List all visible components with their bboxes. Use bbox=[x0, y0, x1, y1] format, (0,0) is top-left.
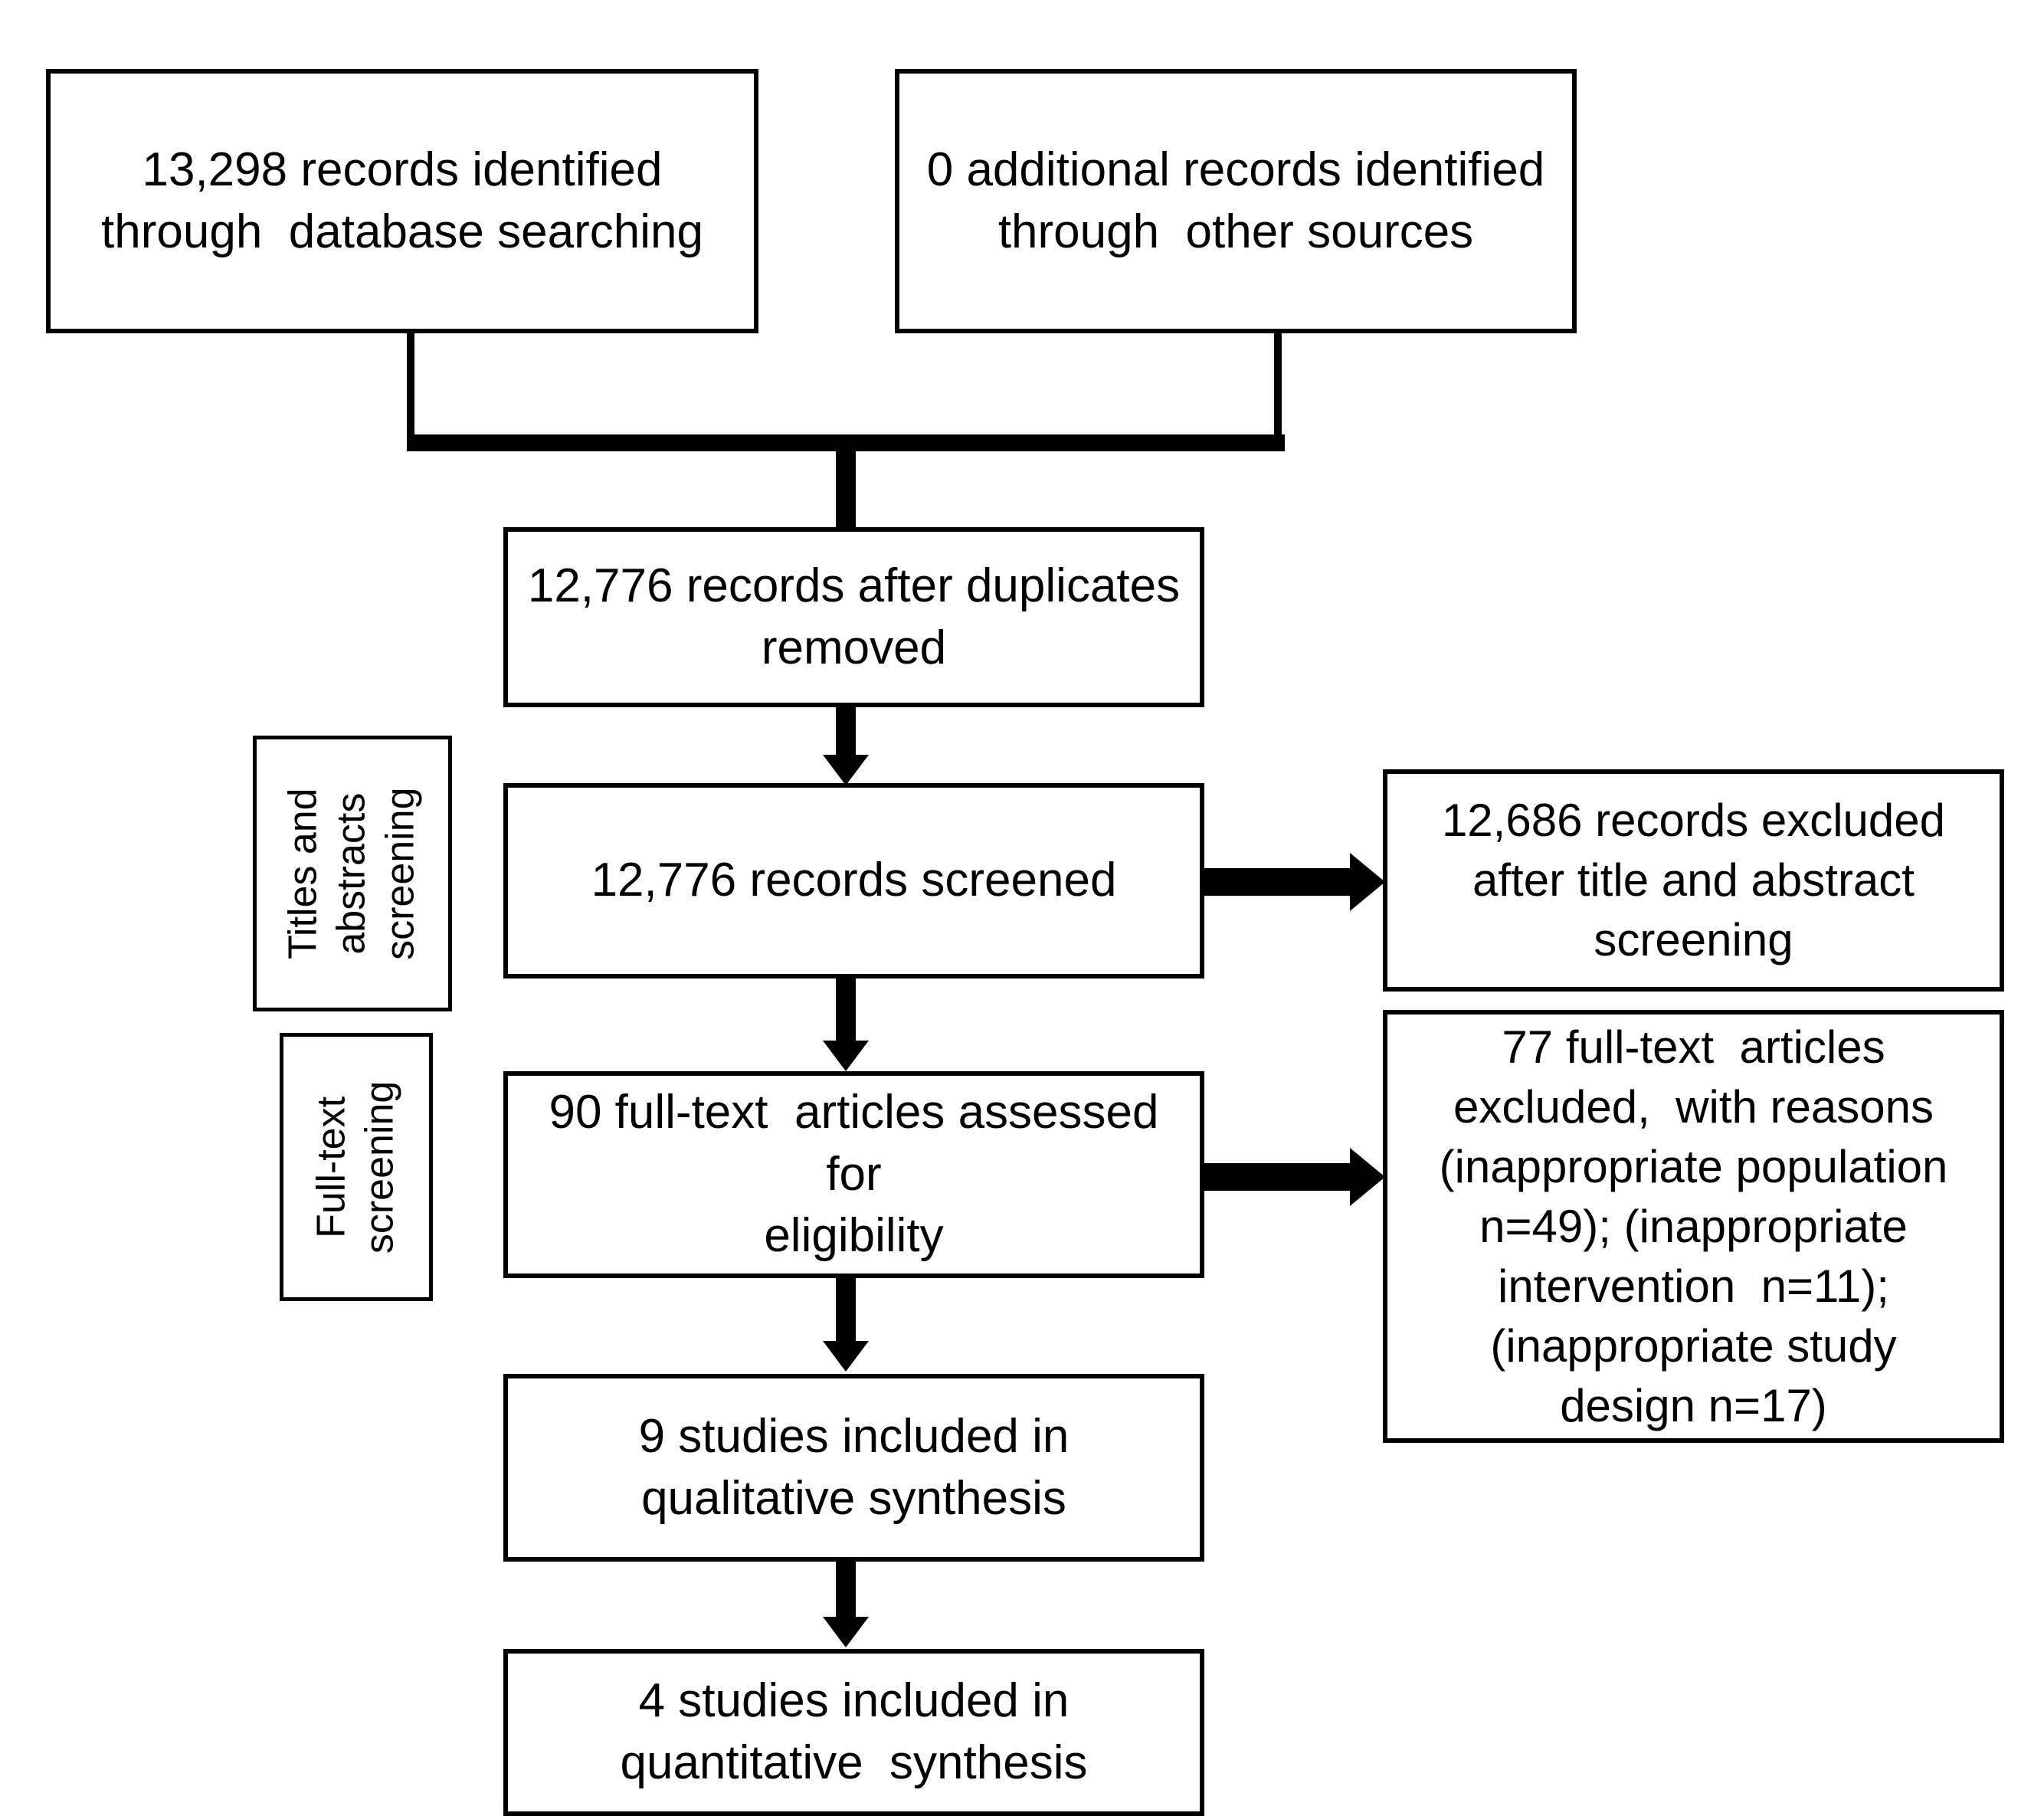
box-records-identified-database: 13,298 records identified through databa… bbox=[46, 69, 758, 333]
side-label-full-text: Full-text screening bbox=[280, 1033, 433, 1301]
connector-fulltext-to-qualitative bbox=[836, 1278, 856, 1347]
box-duplicates-removed: 12,776 records after duplicates removed bbox=[503, 527, 1204, 707]
connector-screened-to-fulltext bbox=[836, 978, 856, 1047]
box-quantitative-synthesis: 4 studies included in quantitative synth… bbox=[503, 1649, 1204, 1816]
box-records-excluded: 12,686 records excluded after title and … bbox=[1383, 769, 2004, 992]
box-qualitative-synthesis-text: 9 studies included in qualitative synthe… bbox=[638, 1409, 1069, 1525]
box-fulltext-excluded-reasons-text: 77 full-text articles excluded, with rea… bbox=[1439, 1021, 1948, 1431]
box-records-screened-text: 12,776 records screened bbox=[591, 854, 1117, 907]
arrow-fulltext-to-qualitative bbox=[823, 1341, 869, 1372]
box-records-identified-other-text: 0 additional records identified through … bbox=[926, 143, 1545, 258]
box-fulltext-assessed: 90 full-text articles assessed for eligi… bbox=[503, 1071, 1204, 1278]
connector-duplicates-to-screened bbox=[836, 707, 856, 761]
connector-right-stub bbox=[1274, 333, 1282, 441]
box-fulltext-excluded-reasons: 77 full-text articles excluded, with rea… bbox=[1383, 1010, 2004, 1443]
arrow-screened-to-excluded bbox=[1350, 853, 1385, 911]
box-quantitative-synthesis-text: 4 studies included in quantitative synth… bbox=[620, 1674, 1088, 1789]
box-records-identified-other: 0 additional records identified through … bbox=[895, 69, 1577, 333]
connector-merge-bar bbox=[407, 434, 1285, 451]
box-duplicates-removed-text: 12,776 records after duplicates removed bbox=[527, 559, 1181, 674]
arrow-qualitative-to-quantitative bbox=[823, 1617, 869, 1647]
arrow-screened-to-fulltext bbox=[823, 1041, 869, 1071]
connector-qualitative-to-quantitative bbox=[836, 1562, 856, 1623]
connector-fulltext-to-excluded bbox=[1203, 1163, 1352, 1191]
box-fulltext-assessed-text: 90 full-text articles assessed for eligi… bbox=[549, 1086, 1159, 1263]
box-records-identified-database-text: 13,298 records identified through databa… bbox=[101, 143, 703, 258]
box-records-screened: 12,776 records screened bbox=[503, 783, 1204, 978]
box-qualitative-synthesis: 9 studies included in qualitative synthe… bbox=[503, 1374, 1204, 1562]
side-label-titles-abstracts: Titles and abstracts screening bbox=[253, 736, 452, 1011]
side-label-full-text-text: Full-text screening bbox=[309, 1080, 402, 1254]
side-label-titles-abstracts-text: Titles and abstracts screening bbox=[280, 787, 423, 960]
connector-screened-to-excluded bbox=[1203, 868, 1352, 896]
arrow-fulltext-to-excluded bbox=[1350, 1148, 1385, 1206]
box-records-excluded-text: 12,686 records excluded after title and … bbox=[1441, 795, 1946, 965]
arrow-duplicates-to-screened bbox=[823, 755, 869, 785]
connector-left-stub bbox=[407, 333, 414, 441]
